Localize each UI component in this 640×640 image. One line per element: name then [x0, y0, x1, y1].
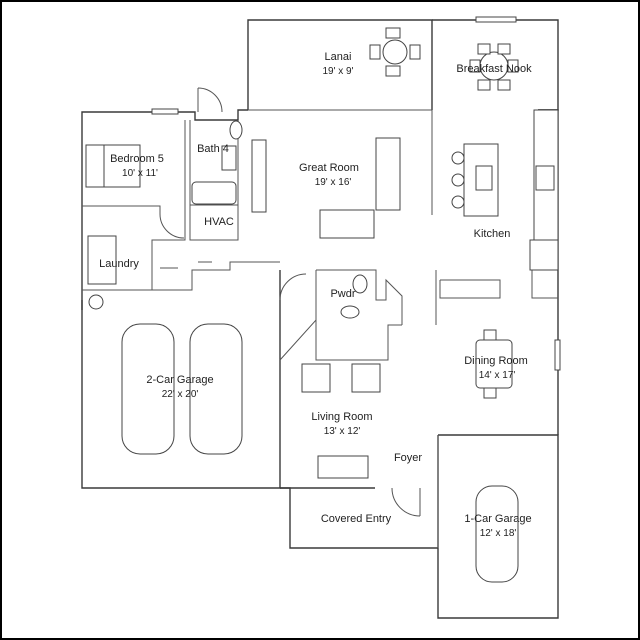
- label-breakfast-nook: Breakfast Nook: [456, 63, 532, 75]
- size-garage1: 12' x 18': [480, 528, 517, 539]
- label-garage2: 2-Car Garage: [146, 374, 213, 386]
- living-room-furniture: [301, 363, 381, 479]
- size-living: 13' x 12': [324, 426, 361, 437]
- powder-fixtures: [340, 274, 368, 319]
- label-covered-entry: Covered Entry: [321, 513, 392, 525]
- label-pwdr: Pwdr: [330, 288, 355, 300]
- laundry-machines: [87, 235, 117, 310]
- label-bedroom5: Bedroom 5: [110, 153, 164, 165]
- label-laundry: Laundry: [99, 258, 139, 270]
- bath-fixtures: [191, 120, 267, 213]
- garage-2-cars: [121, 323, 243, 455]
- size-garage2: 22' x 20': [162, 389, 199, 400]
- bedroom-bed: [85, 144, 141, 188]
- label-lanai: Lanai: [325, 51, 352, 63]
- great-room-furniture: [319, 137, 401, 239]
- label-great-room: Great Room: [299, 162, 359, 174]
- size-bedroom5: 10' x 11': [122, 168, 158, 179]
- garage-1-car: [475, 485, 519, 583]
- room-labels: Lanai 19' x 9' Breakfast Nook Bath 4 Bed…: [99, 51, 532, 539]
- dining-table: [475, 329, 513, 399]
- label-bath4: Bath 4: [197, 143, 229, 155]
- size-lanai: 19' x 9': [322, 66, 353, 77]
- label-kitchen: Kitchen: [474, 228, 511, 240]
- interior-walls: [82, 109, 558, 548]
- label-living: Living Room: [311, 411, 372, 423]
- size-dining: 14' x 17': [479, 370, 516, 381]
- lanai-table-set: [369, 27, 421, 77]
- label-hvac: HVAC: [204, 216, 234, 228]
- label-foyer: Foyer: [394, 452, 422, 464]
- windows: [151, 16, 561, 371]
- size-great-room: 19' x 16': [315, 177, 352, 188]
- label-dining: Dining Room: [464, 355, 528, 367]
- kitchen-island: [451, 109, 559, 271]
- label-garage1: 1-Car Garage: [464, 513, 531, 525]
- doors: [159, 87, 421, 517]
- breakfast-table: [469, 43, 519, 91]
